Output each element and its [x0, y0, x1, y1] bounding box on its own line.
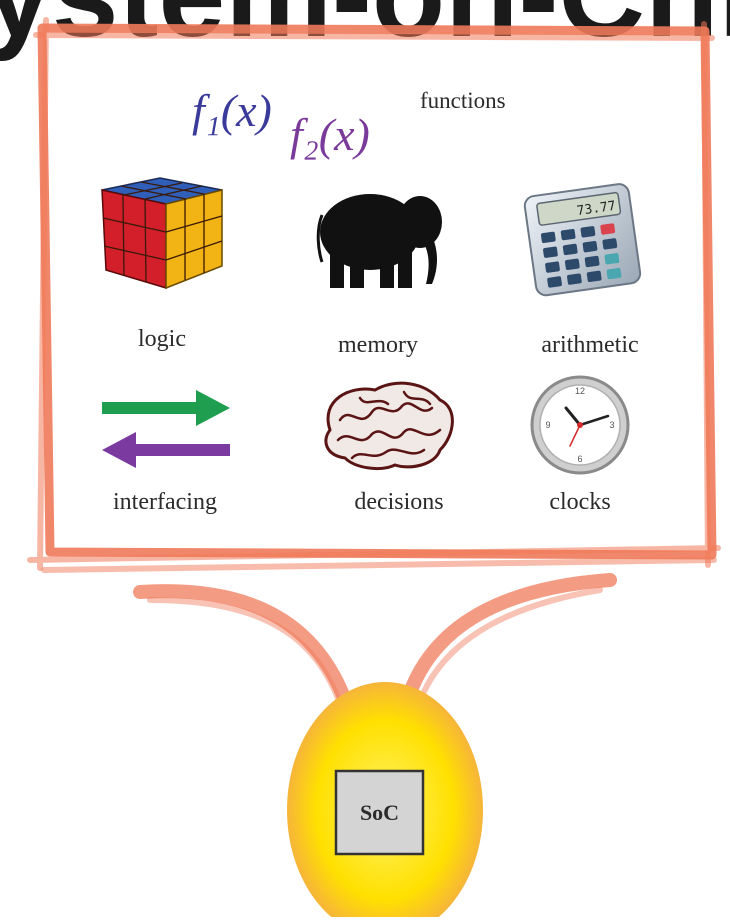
interfacing-label: interfacing — [113, 489, 217, 515]
logic-label: logic — [138, 326, 186, 352]
frame — [27, 17, 721, 573]
clocks-label: clocks — [549, 489, 611, 515]
svg-text:9: 9 — [545, 420, 550, 430]
svg-text:6: 6 — [577, 454, 582, 464]
brain-icon — [324, 381, 454, 470]
rubiks-cube-icon — [101, 177, 223, 290]
elephant-icon — [316, 194, 442, 288]
svg-text:12: 12 — [575, 386, 585, 396]
f2-formula: f₂(x) — [290, 109, 370, 160]
memory-label: memory — [338, 332, 418, 358]
decisions-label: decisions — [354, 489, 444, 515]
svg-text:73.77: 73.77 — [576, 199, 617, 219]
f1-formula: f₁(x) — [192, 85, 272, 136]
functions-label: functions — [420, 88, 506, 113]
arithmetic-label: arithmetic — [541, 332, 639, 358]
soc-chip — [334, 769, 425, 856]
calculator-icon: 73.77 — [523, 183, 642, 297]
svg-text:3: 3 — [609, 420, 614, 430]
soc-label: SoC — [359, 800, 400, 825]
bidirectional-arrows-icon — [102, 390, 230, 468]
clock-icon: 12 3 6 9 — [530, 375, 630, 475]
